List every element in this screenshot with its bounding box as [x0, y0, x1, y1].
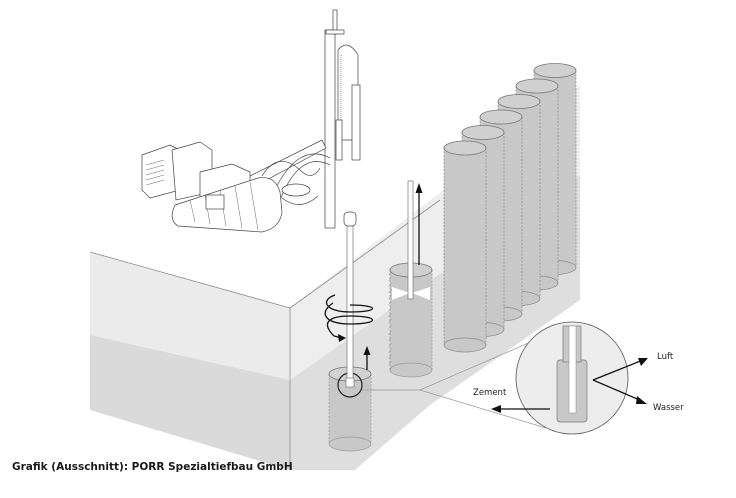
- rotation-arrow-head-icon: [338, 334, 346, 342]
- water-arrow-icon: [636, 396, 647, 404]
- callout-lines: [362, 337, 547, 429]
- figure-caption: Grafik (Ausschnitt): PORR Spezialtiefbau…: [12, 461, 293, 473]
- drilling-rig: [141, 9, 361, 233]
- jet-fan: [392, 287, 410, 300]
- soil-top-edge-left: [89, 251, 291, 309]
- drill-bit: [345, 377, 355, 388]
- nozzle-bore: [568, 325, 577, 414]
- rig-mast: [324, 29, 336, 229]
- label-water: Wasser: [653, 403, 684, 413]
- soil-top-edge-right: [289, 199, 441, 309]
- soil-front-face-lower: [90, 335, 290, 470]
- label-cement: Zement: [473, 388, 507, 398]
- rig-track: [171, 177, 283, 233]
- finished-column: [443, 140, 487, 353]
- jetting-rod: [407, 180, 414, 300]
- drill-rod: [346, 221, 354, 383]
- finished-columns: [443, 63, 577, 353]
- lift-arrow-icon: [363, 346, 371, 355]
- jetting-lift-arrow-icon: [415, 183, 423, 193]
- cement-arrow-icon: [491, 405, 501, 413]
- column-jetting: [388, 180, 433, 378]
- label-air: Luft: [657, 352, 674, 362]
- soil-front-face-upper: [90, 252, 290, 380]
- air-arrow-icon: [638, 358, 648, 366]
- detail-magnifier: Luft Wasser Zement: [473, 321, 684, 435]
